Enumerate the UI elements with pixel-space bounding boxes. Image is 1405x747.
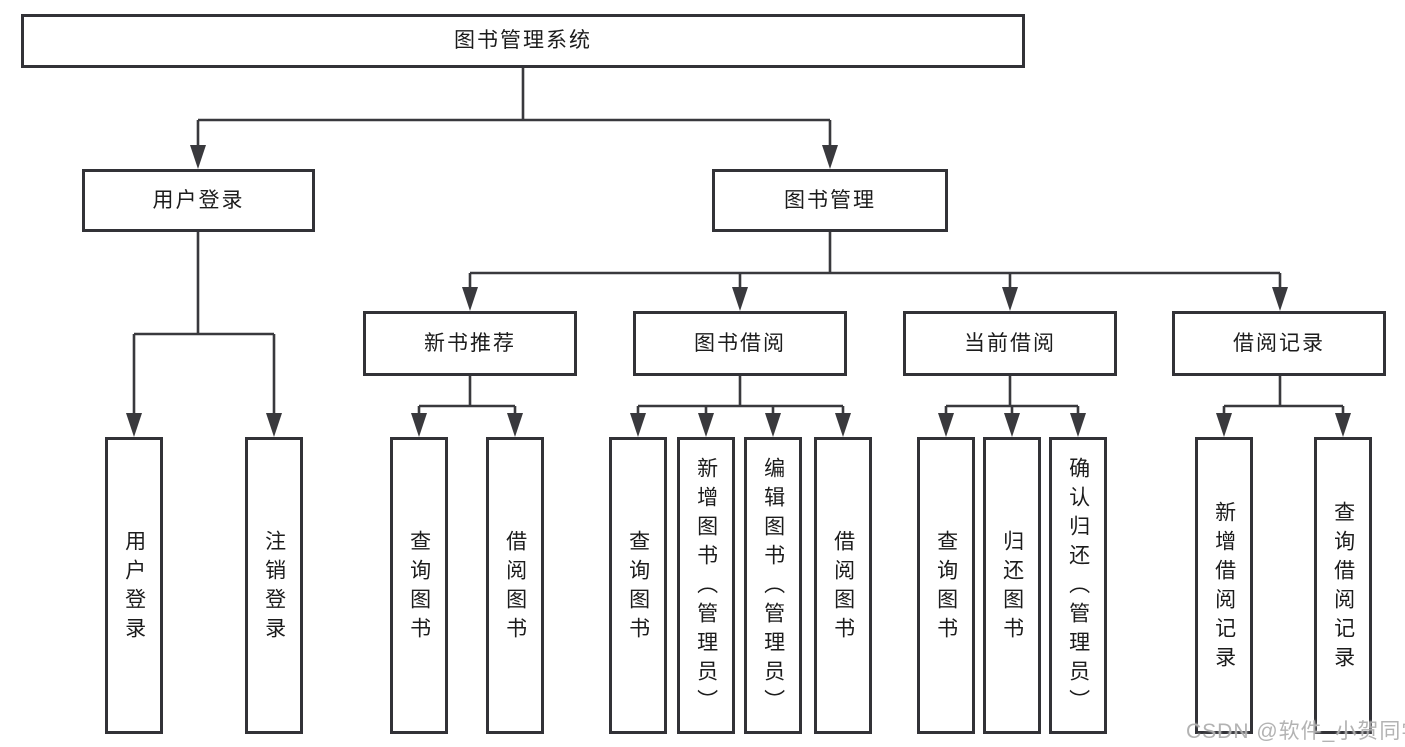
node-book-management: 图书管理	[712, 169, 948, 232]
leaf-add-book-admin: 新增图书（管理员）	[677, 437, 735, 734]
leaf-edit-book-admin: 编辑图书（管理员）	[744, 437, 802, 734]
leaf-add-borrow-record: 新增借阅记录	[1195, 437, 1253, 734]
leaf-user-login: 用户登录	[105, 437, 163, 734]
leaf-return-book: 归还图书	[983, 437, 1041, 734]
node-borrow-records: 借阅记录	[1172, 311, 1386, 376]
leaf-query-books-3: 查询图书	[917, 437, 975, 734]
node-root: 图书管理系统	[21, 14, 1025, 68]
node-current-borrow: 当前借阅	[903, 311, 1117, 376]
leaf-query-borrow-record: 查询借阅记录	[1314, 437, 1372, 734]
leaf-query-books-2: 查询图书	[609, 437, 667, 734]
leaf-borrow-books-1: 借阅图书	[486, 437, 544, 734]
leaf-logout: 注销登录	[245, 437, 303, 734]
node-book-borrow: 图书借阅	[633, 311, 847, 376]
watermark: CSDN @软件_小贺同学	[1186, 720, 1405, 743]
node-new-book-recommend: 新书推荐	[363, 311, 577, 376]
leaf-confirm-return-admin: 确认归还（管理员）	[1049, 437, 1107, 734]
node-user-login: 用户登录	[82, 169, 315, 232]
leaf-borrow-books-2: 借阅图书	[814, 437, 872, 734]
leaf-query-books-1: 查询图书	[390, 437, 448, 734]
